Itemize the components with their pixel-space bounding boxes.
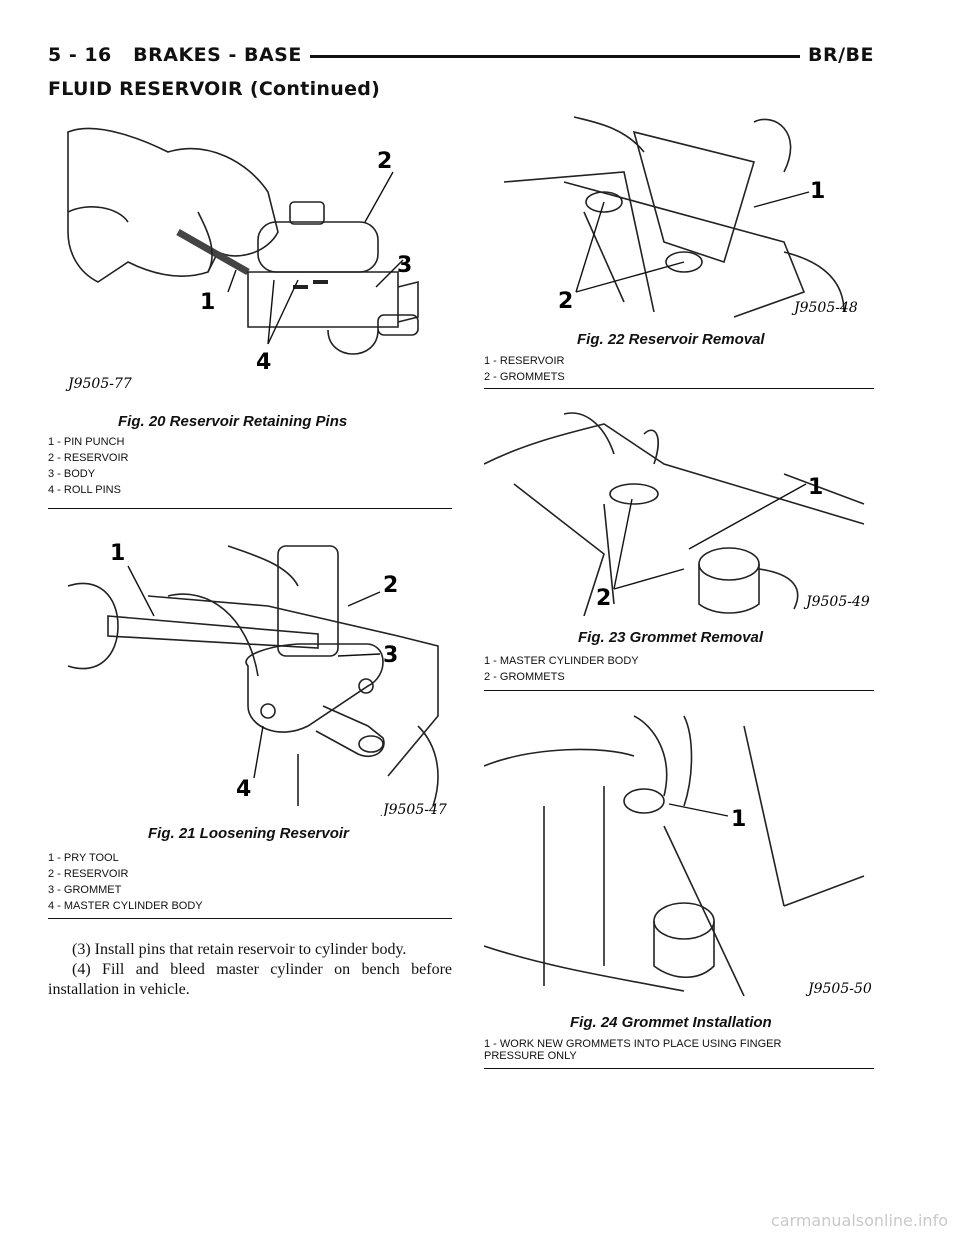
- fig21-legend-item: 2 - RESERVOIR: [48, 868, 129, 880]
- figure-21-rule: [48, 918, 452, 919]
- fig22-callout-1: 1: [810, 179, 825, 204]
- fig22-callout-2: 2: [558, 289, 573, 314]
- procedure-step-4: (4) Fill and bleed master cylinder on be…: [48, 961, 452, 998]
- figure-21-legend: 1 - PRY TOOL 2 - RESERVOIR 3 - GROMMET 4…: [48, 850, 203, 914]
- fig21-callout-4: 4: [236, 777, 251, 802]
- figure-22-rule: [484, 388, 874, 389]
- figure-20-legend: 1 - PIN PUNCH 2 - RESERVOIR 3 - BODY 4 -…: [48, 434, 129, 498]
- fig23-legend-item: 2 - GROMMETS: [484, 671, 565, 683]
- figure-20-rule: [48, 508, 452, 509]
- procedure-text: (3) Install pins that retain reservoir t…: [48, 940, 452, 1000]
- fig23-legend-item: 1 - MASTER CYLINDER BODY: [484, 655, 639, 667]
- section-title: FLUID RESERVOIR (Continued): [48, 78, 381, 100]
- figure-24-rule: [484, 1068, 874, 1069]
- fig21-callout-3: 3: [383, 643, 398, 668]
- figure-21-caption: Fig. 21 Loosening Reservoir: [148, 825, 349, 842]
- figure-20-illustration: 2 3 1 4 J9505-77: [58, 112, 458, 396]
- figure-24-illustration: 1 J9505-50: [484, 706, 874, 996]
- figure-21-illustration: 1 2 3 4 J9505-47: [58, 526, 458, 816]
- figure-23-legend: 1 - MASTER CYLINDER BODY 2 - GROMMETS: [484, 653, 639, 685]
- figure-23-rule: [484, 690, 874, 691]
- fig20-callout-2: 2: [377, 149, 392, 174]
- fig20-legend-item: 3 - BODY: [48, 468, 96, 480]
- fig20-callout-1: 1: [200, 290, 215, 315]
- fig23-image-id: J9505-49: [803, 594, 870, 610]
- fig21-callout-1: 1: [110, 541, 125, 566]
- figure-24-caption: Fig. 24 Grommet Installation: [570, 1014, 772, 1031]
- figure-23-illustration: 1 2 J9505-49: [484, 404, 874, 616]
- fig24-image-id: J9505-50: [805, 981, 872, 996]
- fig21-callout-2: 2: [383, 573, 398, 598]
- fig24-legend-item: PRESSURE ONLY: [484, 1050, 577, 1062]
- model-code: BR/BE: [799, 44, 874, 66]
- fig20-callout-4: 4: [256, 350, 271, 375]
- fig20-image-id: J9505-77: [65, 376, 132, 392]
- figure-23-caption: Fig. 23 Grommet Removal: [578, 629, 764, 646]
- fig24-callout-1: 1: [731, 807, 746, 832]
- fig22-legend-item: 2 - GROMMETS: [484, 371, 565, 383]
- fig23-callout-1: 1: [808, 475, 823, 500]
- watermark: carmanualsonline.info: [770, 1211, 948, 1230]
- fig20-callout-3: 3: [397, 253, 412, 278]
- page-header: 5 - 16 BRAKES - BASE BR/BE: [48, 44, 874, 74]
- page-section-ref: 5 - 16 BRAKES - BASE: [48, 44, 310, 66]
- fig20-legend-item: 4 - ROLL PINS: [48, 484, 121, 496]
- figure-22-legend: 1 - RESERVOIR 2 - GROMMETS: [484, 353, 565, 385]
- header-rule: [48, 55, 874, 58]
- fig22-image-id: J9505-48: [791, 300, 858, 316]
- fig24-legend-item: 1 - WORK NEW GROMMETS INTO PLACE USING F…: [484, 1038, 782, 1050]
- fig20-legend-item: 2 - RESERVOIR: [48, 452, 129, 464]
- fig20-legend-item: 1 - PIN PUNCH: [48, 436, 125, 448]
- procedure-step-3: (3) Install pins that retain reservoir t…: [72, 941, 407, 958]
- figure-22-caption: Fig. 22 Reservoir Removal: [577, 331, 765, 348]
- fig22-legend-item: 1 - RESERVOIR: [484, 355, 565, 367]
- figure-24-legend: 1 - WORK NEW GROMMETS INTO PLACE USING F…: [484, 1038, 781, 1062]
- figure-22-illustration: 1 2 J9505-48: [484, 112, 874, 322]
- figure-20-caption: Fig. 20 Reservoir Retaining Pins: [118, 413, 348, 430]
- fig21-legend-item: 3 - GROMMET: [48, 884, 122, 896]
- fig21-legend-item: 4 - MASTER CYLINDER BODY: [48, 900, 203, 912]
- fig21-image-id: J9505-47: [380, 802, 447, 816]
- fig21-legend-item: 1 - PRY TOOL: [48, 852, 119, 864]
- fig23-callout-2: 2: [596, 586, 611, 611]
